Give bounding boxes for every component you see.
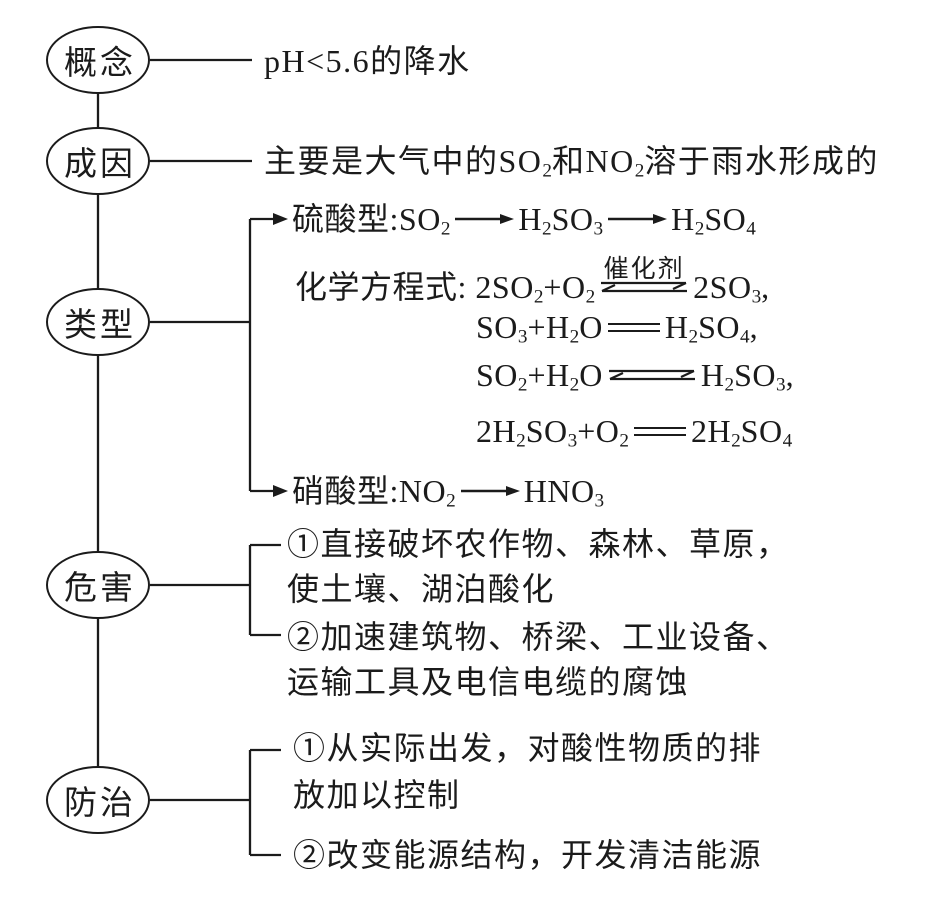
subscript: 2 [446, 490, 456, 512]
right-arrow-icon [460, 484, 520, 498]
subscript: 3 [594, 490, 605, 512]
harm-item2-line2: 运输工具及电信电缆的腐蚀 [287, 664, 690, 700]
subscript: 4 [739, 326, 750, 348]
subscript: 2 [619, 430, 629, 452]
subscript: 2 [731, 430, 741, 452]
node-types: 类型 [46, 288, 150, 356]
subscript: 2 [585, 286, 596, 308]
sulfuric-branch-arrowhead-icon [273, 213, 288, 225]
prevention-item1-line2: 放加以控制 [293, 777, 461, 813]
subscript: 4 [782, 430, 793, 452]
node-harms: 危害 [46, 551, 150, 619]
subscript: 3 [593, 218, 604, 240]
subscript: 2 [688, 326, 699, 348]
node-concept: 概念 [46, 26, 150, 94]
subscript: 2 [533, 286, 544, 308]
node-cause: 成因 [46, 127, 150, 195]
right-arrow-icon [607, 212, 668, 226]
subscript: 3 [517, 326, 528, 348]
subscript: 4 [746, 218, 756, 240]
subscript: 2 [440, 218, 451, 240]
node-prevention: 防治 [46, 766, 150, 834]
subscript: 2 [569, 326, 580, 348]
harm-item1-line1: ①直接破坏农作物、森林、草原， [287, 526, 790, 562]
cause-text: 主要是大气中的SO2和NO2溶于雨水形成的 [264, 143, 879, 182]
subscript: 2 [634, 160, 645, 182]
concept-definition-text: pH<5.6的降水 [264, 43, 471, 79]
subscript: 2 [542, 160, 553, 182]
reversible-arrow-icon [608, 366, 696, 384]
subscript: 2 [694, 218, 705, 240]
harm-item1-line2: 使土壤、湖泊酸化 [287, 571, 556, 607]
prevention-item2-line: ②改变能源结构，开发清洁能源 [293, 837, 763, 873]
subscript: 3 [775, 374, 786, 396]
subscript: 2 [569, 374, 580, 396]
right-arrow-icon [454, 212, 515, 226]
reversible-arrow-icon: 催化剂 [600, 257, 688, 296]
chemical-equals-icon [607, 323, 660, 332]
subscript: 3 [751, 286, 762, 308]
subscript: 3 [567, 430, 578, 452]
subscript: 2 [517, 374, 528, 396]
nitric-branch-arrowhead-icon [273, 485, 288, 497]
subscript: 2 [724, 374, 735, 396]
harm-item2-line1: ②加速建筑物、桥梁、工业设备、 [287, 619, 790, 655]
prevention-item1-line1: ①从实际出发，对酸性物质的排 [293, 730, 763, 766]
catalyst-label: 催化剂 [603, 256, 685, 283]
subscript: 2 [516, 430, 526, 452]
chemical-equals-icon [633, 427, 686, 436]
subscript: 2 [542, 218, 552, 240]
